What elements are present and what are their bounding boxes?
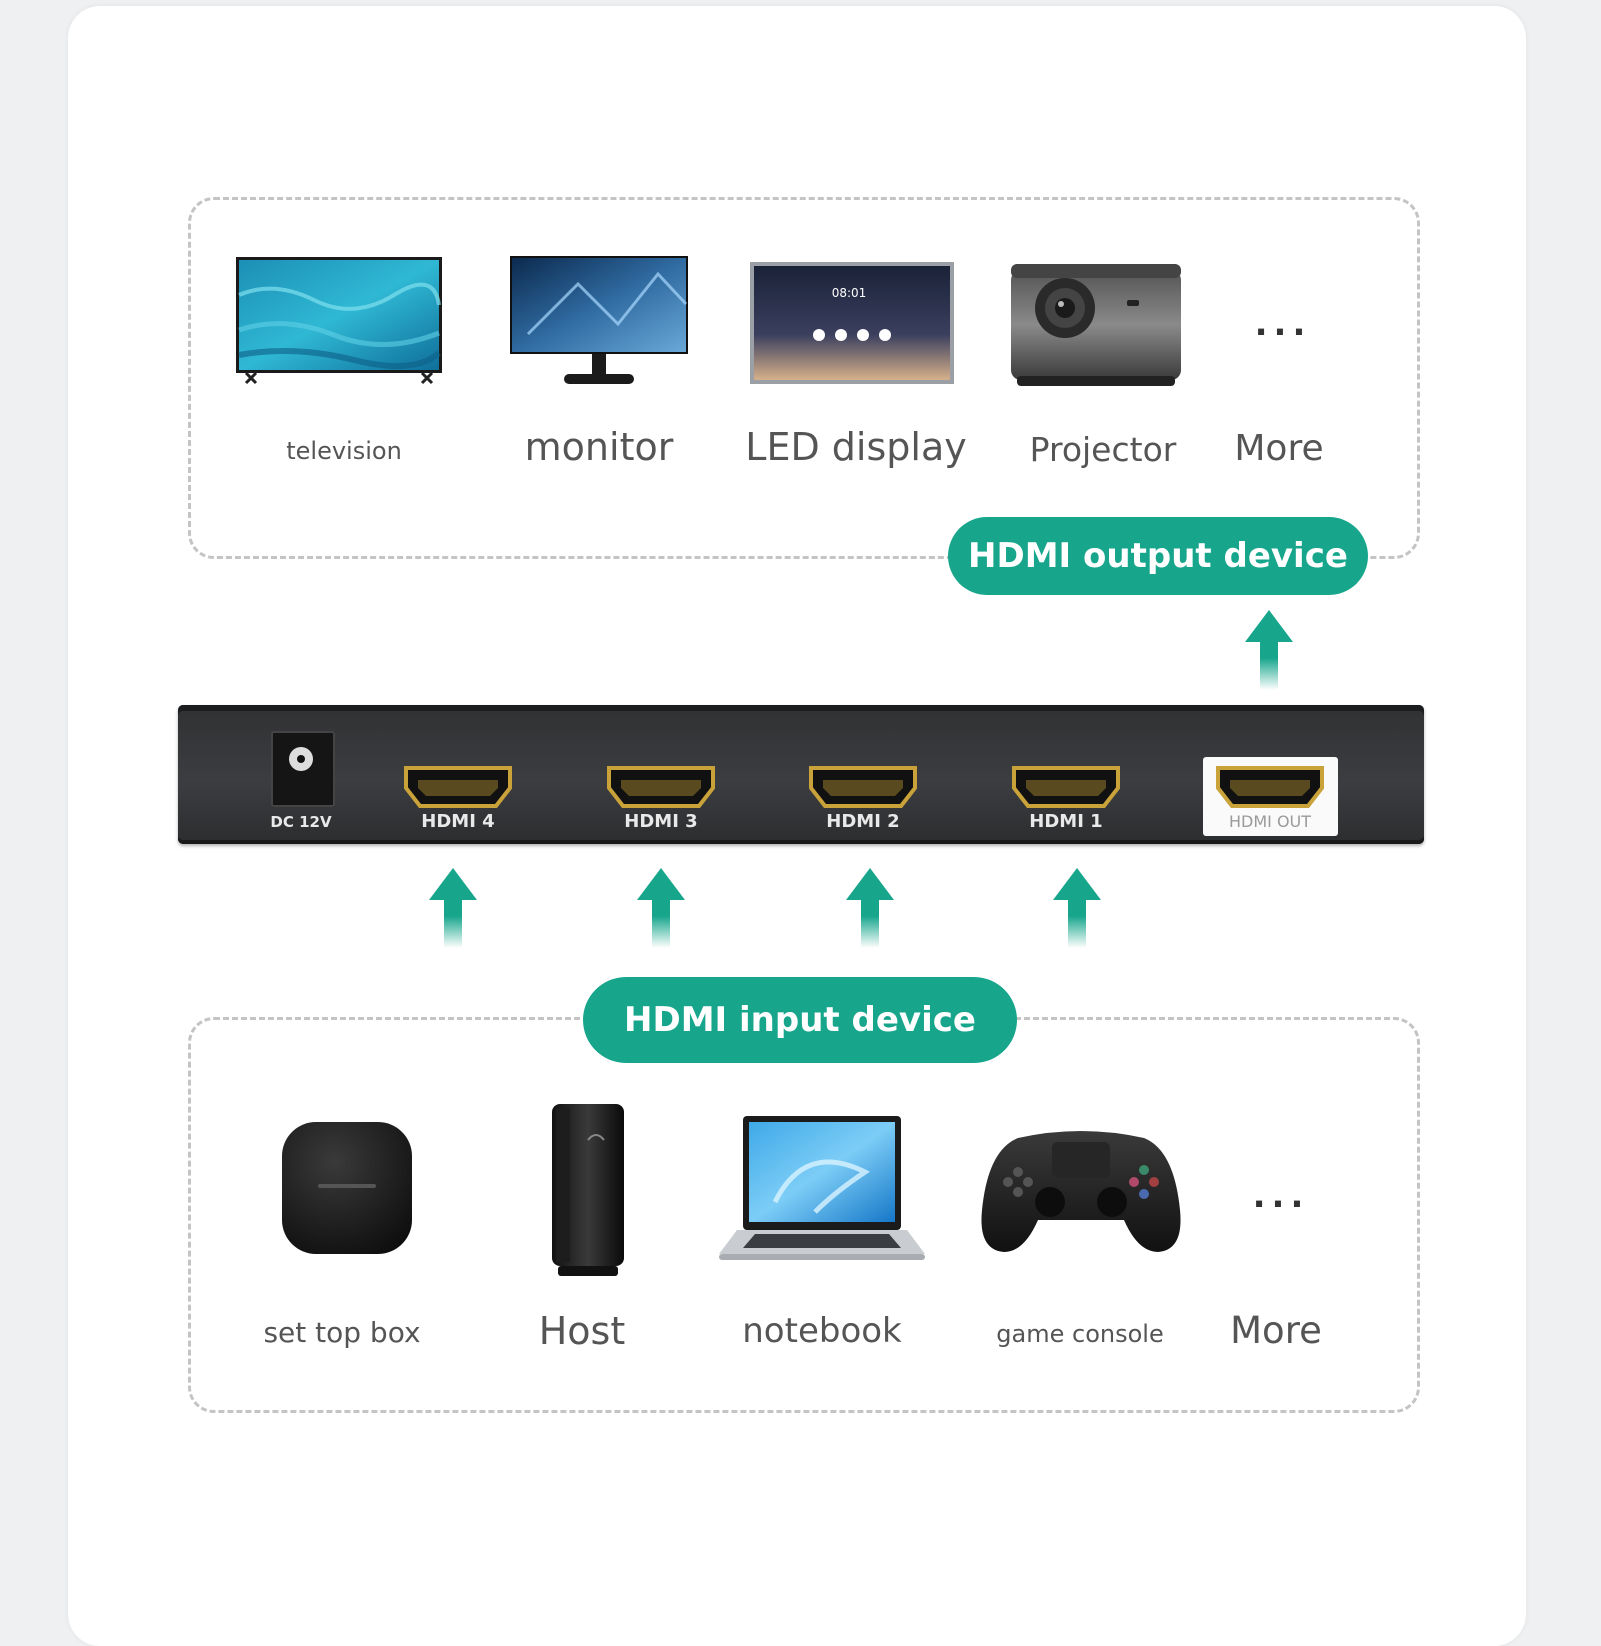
notebook-icon xyxy=(719,1116,925,1260)
hdmi-port-1 xyxy=(1012,766,1120,808)
arrow-up-icon xyxy=(637,868,685,948)
output-device-badge: HDMI output device xyxy=(948,517,1368,595)
device-label-more-output: More xyxy=(1234,428,1324,469)
port-label-hdmi3: HDMI 3 xyxy=(624,811,698,832)
device-label-led-display: LED display xyxy=(745,425,967,469)
more-dots-icon: ... xyxy=(1254,304,1312,344)
hdmi-port-2 xyxy=(809,766,917,808)
monitor-icon xyxy=(510,256,688,384)
dc-power-jack xyxy=(271,731,335,807)
port-label-hdmi1: HDMI 1 xyxy=(1029,811,1103,832)
port-label-dc: DC 12V xyxy=(270,813,332,831)
led-display-icon: 08:01 xyxy=(750,262,954,384)
more-dots-icon: ... xyxy=(1252,1176,1310,1216)
device-label-notebook: notebook xyxy=(742,1311,902,1351)
device-label-monitor: monitor xyxy=(524,425,674,469)
input-device-badge: HDMI input device xyxy=(583,977,1017,1063)
projector-icon xyxy=(1011,264,1181,386)
game-controller-icon xyxy=(981,1131,1181,1252)
device-label-host: Host xyxy=(538,1309,626,1353)
hdmi-port-3 xyxy=(607,766,715,808)
device-label-television: television xyxy=(286,437,402,465)
output-devices-box xyxy=(188,197,1420,559)
arrow-up-icon xyxy=(1053,868,1101,948)
port-label-hdmi-out: HDMI OUT xyxy=(1228,812,1312,831)
arrow-up-icon xyxy=(1245,610,1293,690)
device-label-game-console: game console xyxy=(996,1320,1164,1348)
port-label-hdmi4: HDMI 4 xyxy=(421,811,495,832)
device-label-more-input: More xyxy=(1230,1309,1322,1352)
television-icon xyxy=(236,257,442,385)
led-clock: 08:01 xyxy=(832,286,867,300)
hdmi-port-out xyxy=(1216,766,1324,808)
hdmi-port-4 xyxy=(404,766,512,808)
arrow-up-icon xyxy=(846,868,894,948)
port-label-hdmi2: HDMI 2 xyxy=(826,811,900,832)
set-top-box-icon xyxy=(282,1122,412,1254)
arrow-up-icon xyxy=(429,868,477,948)
device-label-set-top-box: set top box xyxy=(263,1316,421,1349)
device-label-projector: Projector xyxy=(1029,430,1177,469)
host-pc-icon xyxy=(552,1104,624,1276)
